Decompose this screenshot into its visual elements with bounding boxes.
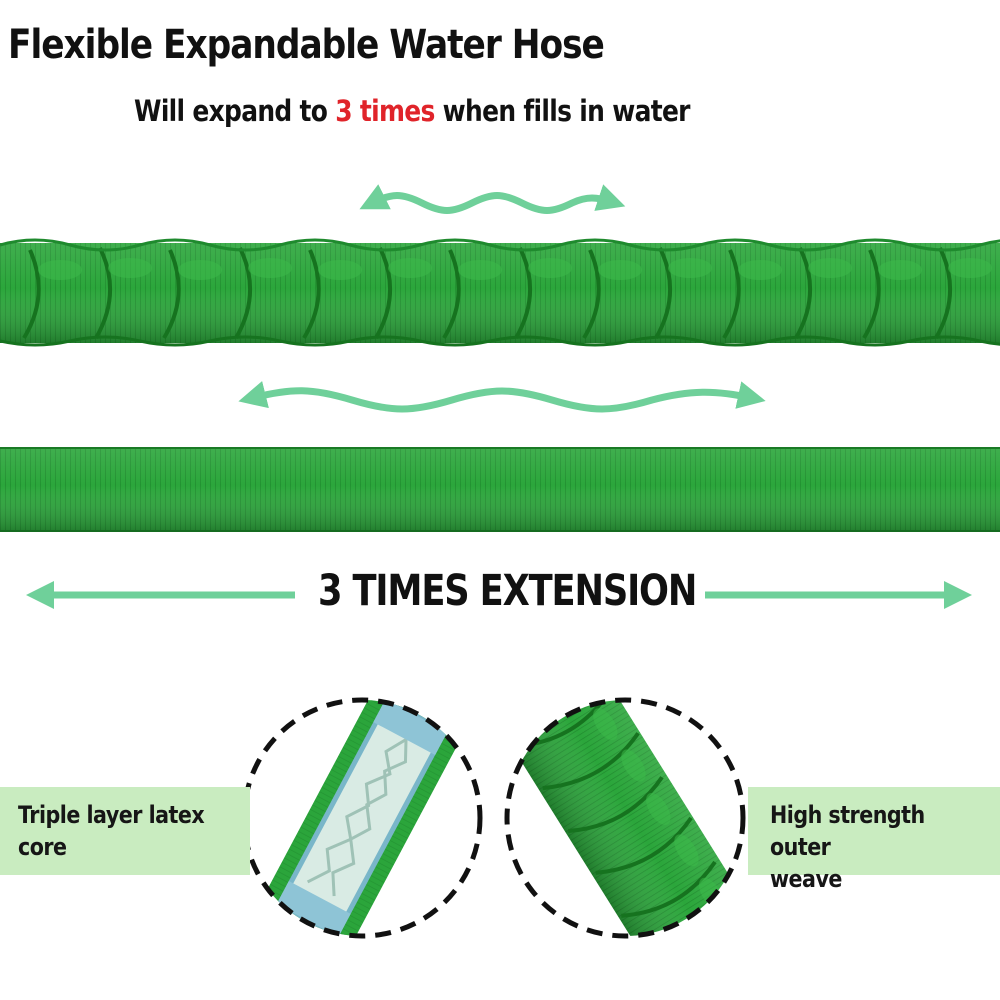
callout-latex-core-line1: Triple layer latex: [18, 801, 205, 829]
callout-outer-weave-line2: weave: [770, 865, 842, 893]
wavy-arrow-top: [359, 184, 626, 214]
extension-label: 3 TIMES EXTENSION: [318, 566, 697, 616]
callout-outer-weave: High strength outer weave: [748, 787, 1000, 893]
contracted-hose: [0, 238, 1000, 347]
outer-weave-magnifier: [504, 697, 746, 939]
callout-latex-core-line2: core: [18, 833, 67, 861]
subtitle-prefix: Will expand to: [134, 94, 336, 128]
callout-latex-core: Triple layer latex core: [0, 787, 250, 875]
wavy-arrow-middle: [238, 381, 766, 413]
page-title: Flexible Expandable Water Hose: [8, 22, 605, 68]
latex-core-magnifier: [241, 697, 483, 939]
subtitle: Will expand to 3 times when fills in wat…: [134, 94, 690, 128]
subtitle-suffix: when fills in water: [434, 94, 691, 128]
expanded-hose: [0, 447, 1000, 532]
subtitle-highlight: 3 times: [335, 94, 435, 128]
callout-outer-weave-line1: High strength outer: [770, 801, 925, 861]
